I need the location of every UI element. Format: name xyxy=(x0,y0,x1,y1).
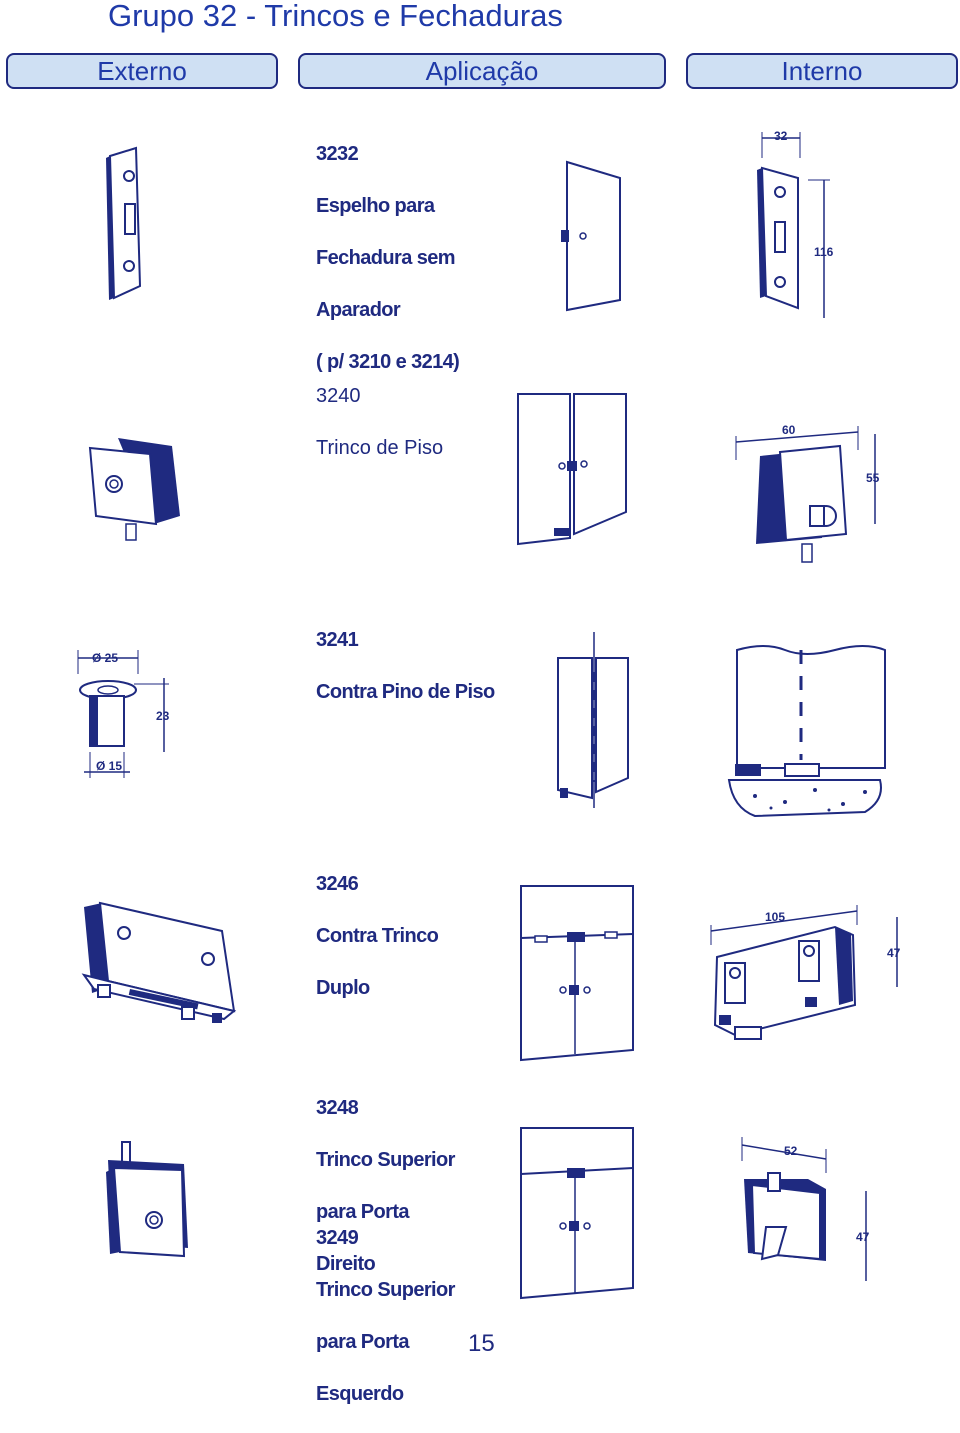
item-3248-text: 3248 Trinco Superior para Porta Direito xyxy=(316,1069,455,1303)
dim-label: 52 xyxy=(784,1144,798,1158)
dim-label: 116 xyxy=(814,245,834,259)
item-desc-line: Espelho para xyxy=(316,195,435,217)
floor-latch-external-illustration xyxy=(88,438,180,541)
item-3232-text: 3232 Espelho para Fechadura sem Aparador… xyxy=(316,115,460,401)
dim-label: 23 xyxy=(156,709,170,723)
dim-label: Ø 15 xyxy=(96,759,122,773)
item-desc-line: Esquerdo xyxy=(316,1383,404,1405)
door-pin-application-illustration xyxy=(557,632,629,808)
dim-label: 32 xyxy=(774,129,788,143)
dim-label: Ø 25 xyxy=(92,651,118,665)
double-door-top-latch-application-illustration xyxy=(520,1127,634,1300)
item-3240-text: 3240 Trinco de Piso xyxy=(316,357,443,487)
tab-externo[interactable]: Externo xyxy=(6,53,278,89)
item-code: 3241 xyxy=(316,629,359,651)
item-3246-text: 3246 Contra Trinco Duplo xyxy=(316,845,439,1027)
item-desc-line: Direito xyxy=(316,1253,376,1275)
dim-label: 55 xyxy=(866,471,880,485)
item-code: 3240 xyxy=(316,385,361,407)
item-code: 3232 xyxy=(316,143,359,165)
double-strike-internal-illustration: 105 47 xyxy=(710,905,901,1040)
double-door-strike-application-illustration xyxy=(520,885,634,1062)
dim-label: 60 xyxy=(782,423,796,437)
page-title: Grupo 32 - Trincos e Fechaduras xyxy=(108,0,563,33)
item-desc-line: para Porta xyxy=(316,1201,410,1223)
tab-interno[interactable]: Interno xyxy=(686,53,958,89)
item-desc-line: Trinco Superior xyxy=(316,1149,455,1171)
dim-label: 47 xyxy=(856,1230,870,1244)
item-3241-text: 3241 Contra Pino de Piso xyxy=(316,601,495,731)
item-desc-line: Trinco de Piso xyxy=(316,437,444,459)
item-code: 3246 xyxy=(316,873,359,895)
item-desc-line: Trinco Superior xyxy=(316,1279,455,1301)
item-desc-line: Duplo xyxy=(316,977,370,999)
item-3249-text: 3249 Trinco Superior para Porta Esquerdo xyxy=(316,1199,455,1433)
double-door-application-illustration xyxy=(517,393,627,546)
item-desc-line: Contra Pino de Piso xyxy=(316,681,495,703)
floor-latch-internal-illustration: 60 55 xyxy=(735,423,880,563)
faceplate-internal-illustration: 32 116 xyxy=(757,129,834,318)
item-code: 3248 xyxy=(316,1097,359,1119)
dim-label: 47 xyxy=(887,946,901,960)
item-desc-line: Contra Trinco xyxy=(316,925,439,947)
top-latch-internal-illustration: 52 47 xyxy=(741,1137,870,1281)
item-desc-line: para Porta xyxy=(316,1331,410,1353)
page-number: 15 xyxy=(468,1330,495,1357)
floor-pin-external-illustration: Ø 25 23 Ø 15 xyxy=(77,650,170,778)
top-latch-external-illustration xyxy=(106,1141,188,1258)
floor-pin-internal-illustration xyxy=(727,645,886,818)
item-desc-line: ( p/ 3210 e 3214) xyxy=(316,351,460,373)
tab-aplicacao[interactable]: Aplicação xyxy=(298,53,666,89)
item-code: 3249 xyxy=(316,1227,359,1249)
double-strike-external-illustration xyxy=(81,901,237,1023)
item-desc-line: Aparador xyxy=(316,299,401,321)
door-application-illustration xyxy=(561,160,621,312)
dim-label: 105 xyxy=(765,910,785,924)
item-desc-line: Fechadura sem xyxy=(316,247,456,269)
faceplate-external-illustration xyxy=(106,146,142,300)
